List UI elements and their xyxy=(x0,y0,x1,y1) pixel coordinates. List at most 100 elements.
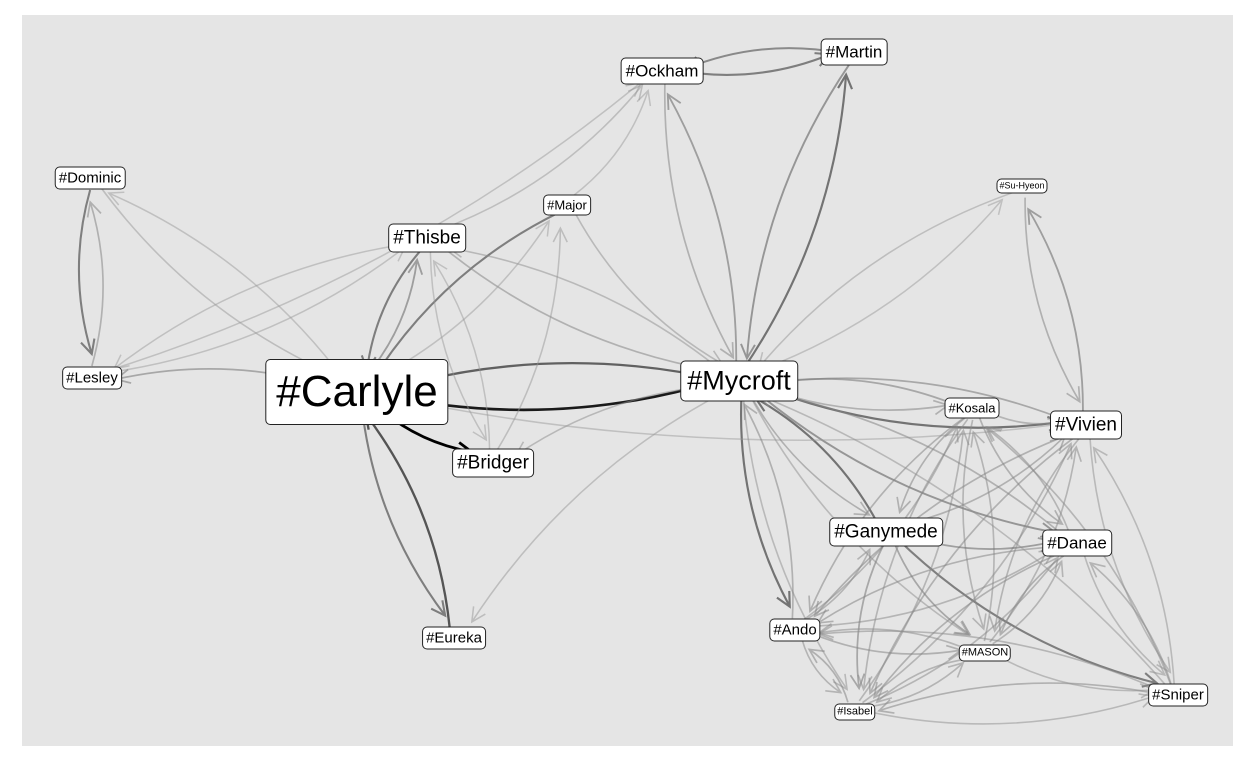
arrowhead xyxy=(853,501,871,516)
edge-isabel-to-sniper xyxy=(866,693,1156,725)
node-kosala[interactable]: #Kosala xyxy=(944,397,1000,419)
arrowhead xyxy=(1156,656,1172,674)
edge-lesley-to-dominic xyxy=(86,200,104,367)
arrowhead xyxy=(80,338,96,357)
arrowhead xyxy=(535,219,551,237)
arrowhead xyxy=(1066,445,1082,463)
arrowhead xyxy=(868,677,883,696)
arrowhead xyxy=(896,496,912,515)
edge-ganymede-to-mycroft xyxy=(753,397,879,524)
node-ando[interactable]: #Ando xyxy=(769,618,821,642)
edge-suhyeon-to-vivien xyxy=(1024,197,1081,404)
edge-vivien-to-suhyeon xyxy=(1027,207,1084,414)
edge-kosala-to-ganymede xyxy=(896,417,966,515)
edge-sniper-to-vivien xyxy=(1092,446,1175,684)
edge-carlyle-to-eureka xyxy=(360,403,447,618)
edge-mycroft-to-ganymede xyxy=(746,389,871,516)
arrowhead xyxy=(1088,561,1106,578)
node-martin[interactable]: #Martin xyxy=(820,38,888,66)
node-lesley[interactable]: #Lesley xyxy=(62,366,122,390)
arrowhead xyxy=(1092,446,1108,464)
node-mason[interactable]: #MASON xyxy=(958,644,1012,662)
node-major[interactable]: #Major xyxy=(543,194,591,216)
edge-dominic-to-lesley xyxy=(77,189,96,357)
arrowhead xyxy=(1049,559,1064,578)
arrowhead xyxy=(987,198,1004,215)
node-dominic[interactable]: #Dominic xyxy=(54,166,126,190)
edge-ockham-to-mycroft xyxy=(663,82,735,360)
arrowhead xyxy=(813,600,830,618)
edge-thisbe-to-ockham xyxy=(436,83,644,232)
arrowhead xyxy=(472,424,488,442)
edge-layer xyxy=(77,47,1175,725)
arrowhead xyxy=(872,681,889,699)
node-suhyeon[interactable]: #Su-Hyeon xyxy=(996,178,1048,194)
arrowhead xyxy=(1141,672,1160,688)
arrowhead xyxy=(552,226,568,243)
arrowhead xyxy=(636,88,652,107)
edge-danae-to-kosala xyxy=(985,425,1071,534)
arrowhead xyxy=(875,687,893,704)
node-sniper[interactable]: #Sniper xyxy=(1148,683,1208,707)
arrowhead xyxy=(86,200,102,218)
arrowhead xyxy=(627,83,644,101)
edge-isabel-to-kosala xyxy=(858,428,970,702)
edge-mycroft-to-thisbe xyxy=(447,242,729,377)
node-ockham[interactable]: #Ockham xyxy=(620,57,704,85)
edge-eureka-to-carlyle xyxy=(364,412,451,627)
network-diagram: #Carlyle #Mycroft #Vivien #Ganymede #Bri… xyxy=(22,15,1233,746)
edge-vivien-to-ando xyxy=(813,431,1077,618)
edge-mason-to-kosala xyxy=(970,430,995,642)
node-eureka[interactable]: #Eureka xyxy=(422,626,486,650)
arrowhead xyxy=(470,606,486,624)
arrowhead xyxy=(833,673,849,691)
edge-thisbe-to-bridger xyxy=(429,249,488,442)
arrowhead xyxy=(1043,556,1060,574)
node-ganymede[interactable]: #Ganymede xyxy=(829,517,943,547)
arrowhead xyxy=(740,343,756,361)
arrowhead xyxy=(954,620,972,636)
edge-martin-to-mycroft xyxy=(740,62,851,361)
edge-ganymede-to-mason xyxy=(892,540,972,636)
arrowhead xyxy=(849,673,866,691)
arrowhead xyxy=(776,590,791,609)
arrowhead xyxy=(743,402,758,421)
arrowhead xyxy=(432,259,448,277)
node-carlyle[interactable]: #Carlyle xyxy=(265,359,449,425)
arrowhead xyxy=(984,426,1002,443)
edge-dominic-to-carlyle xyxy=(98,185,340,379)
node-danae[interactable]: #Danae xyxy=(1042,529,1112,557)
arrowhead xyxy=(719,342,735,360)
node-bridger[interactable]: #Bridger xyxy=(452,448,534,478)
edge-carlyle-to-dominic xyxy=(107,191,349,385)
edge-major-to-ockham xyxy=(573,88,652,196)
arrowhead xyxy=(837,72,854,90)
edge-vivien-to-sniper xyxy=(1089,436,1172,674)
edge-mycroft-to-ockham xyxy=(666,92,738,370)
node-thisbe[interactable]: #Thisbe xyxy=(388,223,466,253)
edge-mycroft-to-martin xyxy=(742,72,854,371)
edge-bridger-to-major xyxy=(495,226,568,452)
arrowhead xyxy=(989,615,1005,633)
edge-lesley-to-thisbe xyxy=(102,246,407,375)
edge-sniper-to-isabel xyxy=(877,682,1167,714)
arrowhead xyxy=(1066,386,1081,404)
edge-mycroft-to-suhyeon xyxy=(748,198,1004,375)
arrowhead xyxy=(972,613,987,631)
edge-kosala-to-danae xyxy=(978,417,1064,526)
edge-vivien-to-mycroft xyxy=(760,374,1075,425)
edge-ando-to-mycroft xyxy=(743,402,794,619)
node-vivien[interactable]: #Vivien xyxy=(1050,410,1122,440)
edge-vivien-to-mason xyxy=(989,435,1082,633)
node-mycroft[interactable]: #Mycroft xyxy=(680,360,798,402)
arrowhead xyxy=(807,648,825,664)
edge-ando-to-ganymede xyxy=(802,547,872,622)
edge-ando-to-isabel xyxy=(801,639,843,694)
arrowhead xyxy=(944,425,959,443)
edge-ganymede-to-vivien xyxy=(896,435,1067,528)
edge-kosala-to-isabel xyxy=(857,418,969,692)
node-isabel[interactable]: #Isabel xyxy=(834,703,876,721)
edge-kosala-to-mason xyxy=(962,419,987,631)
arrowhead xyxy=(985,425,1003,442)
edge-mason-to-danae xyxy=(992,559,1064,645)
